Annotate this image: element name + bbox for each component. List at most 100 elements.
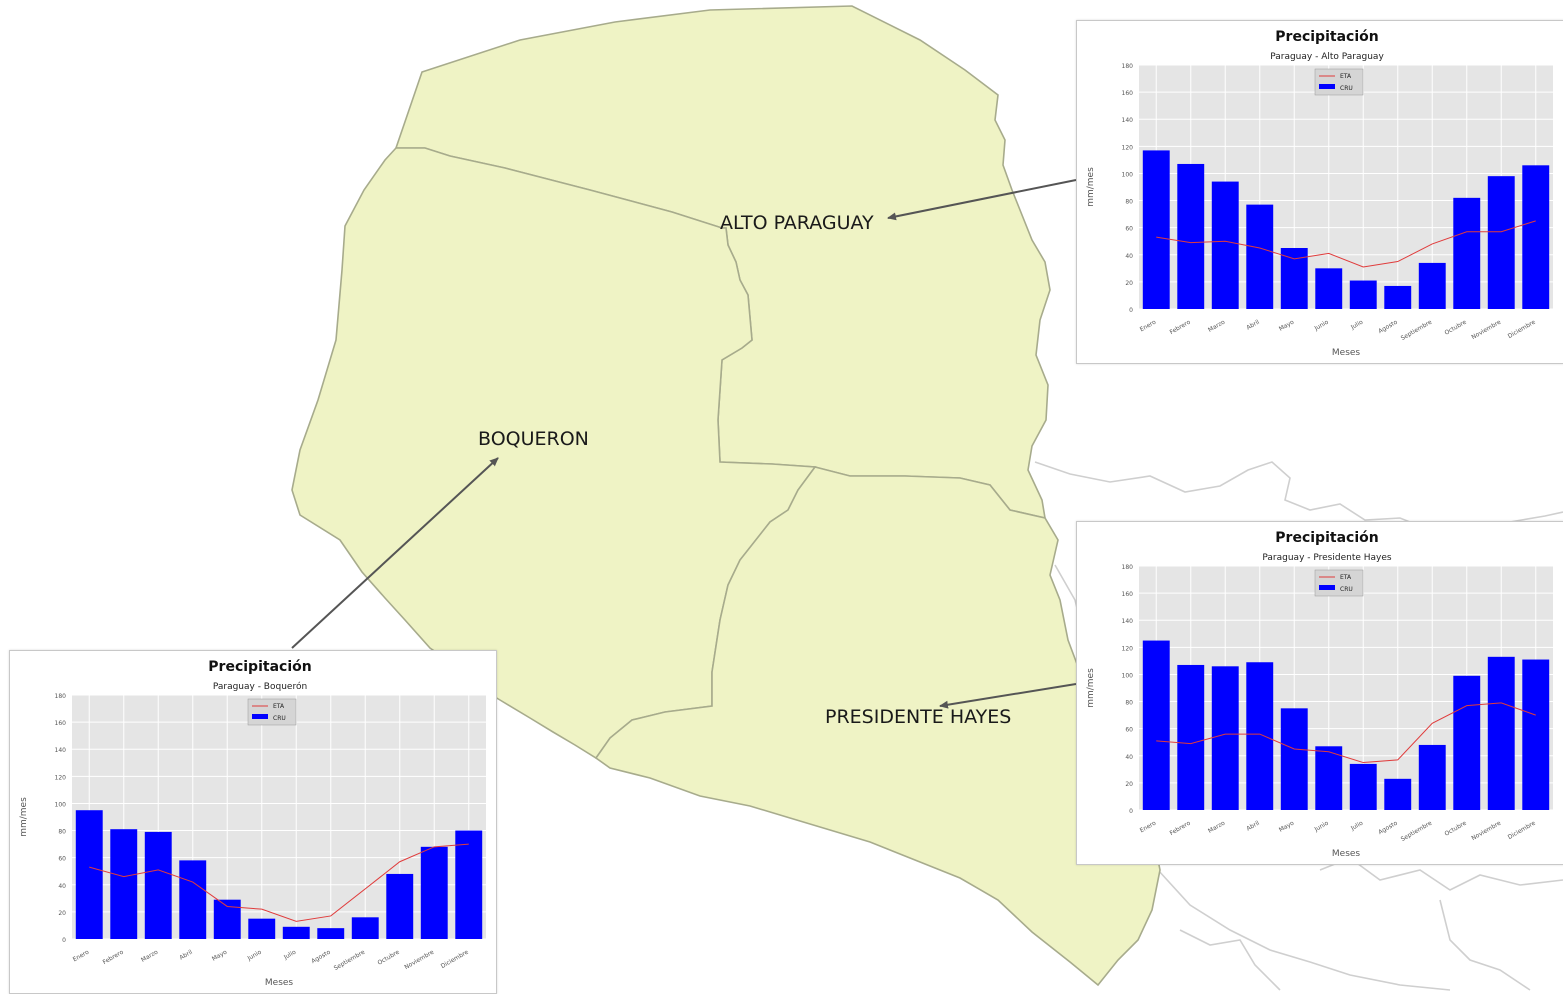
line-eta — [89, 843, 469, 922]
y-tick-label: 140 — [1122, 117, 1134, 124]
bar-cru — [351, 917, 379, 939]
y-tick-label: 120 — [1122, 645, 1134, 652]
bar-cru — [1418, 744, 1446, 810]
x-tick-label: Agosto — [1377, 820, 1399, 837]
bar-cru — [1349, 763, 1377, 810]
x-tick-label: Enero — [1139, 319, 1158, 334]
y-tick-label: 60 — [58, 856, 66, 863]
legend-label-cru: CRU — [1340, 586, 1353, 593]
x-tick-label: Junio — [1313, 319, 1330, 333]
x-tick-label: Septiembre — [1400, 319, 1434, 343]
label-boqueron: BOQUERON — [478, 428, 589, 450]
x-tick-label: Diciembre — [1507, 319, 1537, 341]
bar-cru — [1349, 280, 1377, 309]
bar-cru — [1522, 165, 1550, 309]
x-tick-label: Febrero — [1169, 820, 1192, 838]
y-tick-label: 180 — [1122, 63, 1134, 70]
plot-area — [1139, 65, 1553, 309]
x-tick-label: Enero — [1139, 820, 1158, 835]
x-tick-label: Noviembre — [403, 949, 435, 972]
bar-cru — [1418, 262, 1446, 309]
bar-cru — [144, 831, 172, 939]
bar-cru — [1487, 176, 1515, 309]
x-tick-label: Mayo — [1278, 820, 1296, 834]
y-tick-label: 40 — [1125, 253, 1133, 260]
x-tick-label: Mayo — [211, 949, 229, 963]
legend-swatch-cru — [1319, 585, 1335, 590]
bar-cru — [1142, 640, 1170, 810]
bar-cru — [420, 846, 448, 939]
x-tick-label: Octubre — [1443, 319, 1468, 337]
y-tick-label: 80 — [1125, 700, 1133, 707]
chart-subtitle: Paraguay - Boquerón — [213, 681, 307, 692]
y-tick-label: 100 — [1122, 672, 1134, 679]
bar-cru — [213, 899, 241, 939]
x-tick-label: Abril — [1245, 319, 1261, 332]
y-tick-label: 20 — [1125, 781, 1133, 788]
y-tick-label: 40 — [58, 883, 66, 890]
legend-box — [1314, 569, 1364, 597]
x-tick-label: Agosto — [310, 949, 332, 966]
chart-title: Precipitación — [1275, 29, 1378, 45]
bar-cru — [455, 830, 483, 939]
line-eta — [1156, 702, 1536, 764]
y-tick-label: 140 — [55, 747, 67, 754]
y-tick-label: 20 — [58, 910, 66, 917]
arrow-alto-paraguay — [887, 179, 1077, 221]
legend-swatch-cru — [252, 714, 268, 719]
legend-swatch-cru — [1319, 84, 1335, 89]
plot-area — [1139, 566, 1553, 810]
x-tick-label: Julio — [1349, 319, 1365, 332]
y-tick-label: 20 — [1125, 280, 1133, 287]
x-tick-label: Marzo — [1207, 319, 1226, 334]
legend-label-eta: ETA — [273, 703, 285, 710]
bar-cru — [1280, 708, 1308, 810]
neighbor-border-north — [1034, 461, 1563, 531]
y-tick-label: 180 — [1122, 564, 1134, 571]
bar-cru — [1384, 778, 1412, 810]
y-tick-label: 80 — [58, 829, 66, 836]
label-alto-paraguay: ALTO PARAGUAY — [720, 212, 874, 234]
neighbor-border-south — [1179, 929, 1281, 991]
legend-label-eta: ETA — [1340, 73, 1352, 80]
x-tick-label: Abril — [1245, 820, 1261, 833]
x-tick-label: Julio — [282, 949, 298, 962]
bar-cru — [1211, 181, 1239, 309]
bar-cru — [1280, 248, 1308, 309]
y-axis-label: mm/mes — [1086, 668, 1096, 708]
y-tick-label: 140 — [1122, 618, 1134, 625]
bar-cru — [1384, 285, 1412, 309]
y-tick-label: 60 — [1125, 226, 1133, 233]
x-tick-label: Abril — [178, 949, 194, 962]
x-tick-label: Septiembre — [333, 949, 367, 973]
arrow-presidente-hayes — [939, 683, 1077, 709]
x-axis-label: Meses — [1332, 849, 1361, 859]
bar-cru — [1211, 666, 1239, 810]
chart-title: Precipitación — [1275, 530, 1378, 546]
x-tick-label: Diciembre — [440, 949, 470, 971]
x-tick-label: Agosto — [1377, 319, 1399, 336]
bar-cru — [1315, 746, 1343, 810]
x-tick-label: Marzo — [1207, 820, 1226, 835]
bar-cru — [1453, 675, 1481, 810]
y-tick-label: 60 — [1125, 727, 1133, 734]
y-axis-label: mm/mes — [19, 797, 29, 837]
bar-cru — [1177, 163, 1205, 309]
plot-area — [72, 695, 486, 939]
x-tick-label: Febrero — [102, 949, 125, 967]
bar-cru — [1177, 664, 1205, 810]
y-tick-label: 160 — [1122, 90, 1134, 97]
x-tick-label: Octubre — [376, 949, 401, 967]
y-axis-label: mm/mes — [1086, 167, 1096, 207]
x-tick-label: Noviembre — [1470, 319, 1502, 342]
y-tick-label: 0 — [62, 937, 66, 944]
arrow-boqueron — [291, 457, 499, 649]
y-tick-label: 100 — [55, 801, 67, 808]
y-tick-label: 120 — [55, 774, 67, 781]
x-axis-label: Meses — [1332, 348, 1361, 358]
